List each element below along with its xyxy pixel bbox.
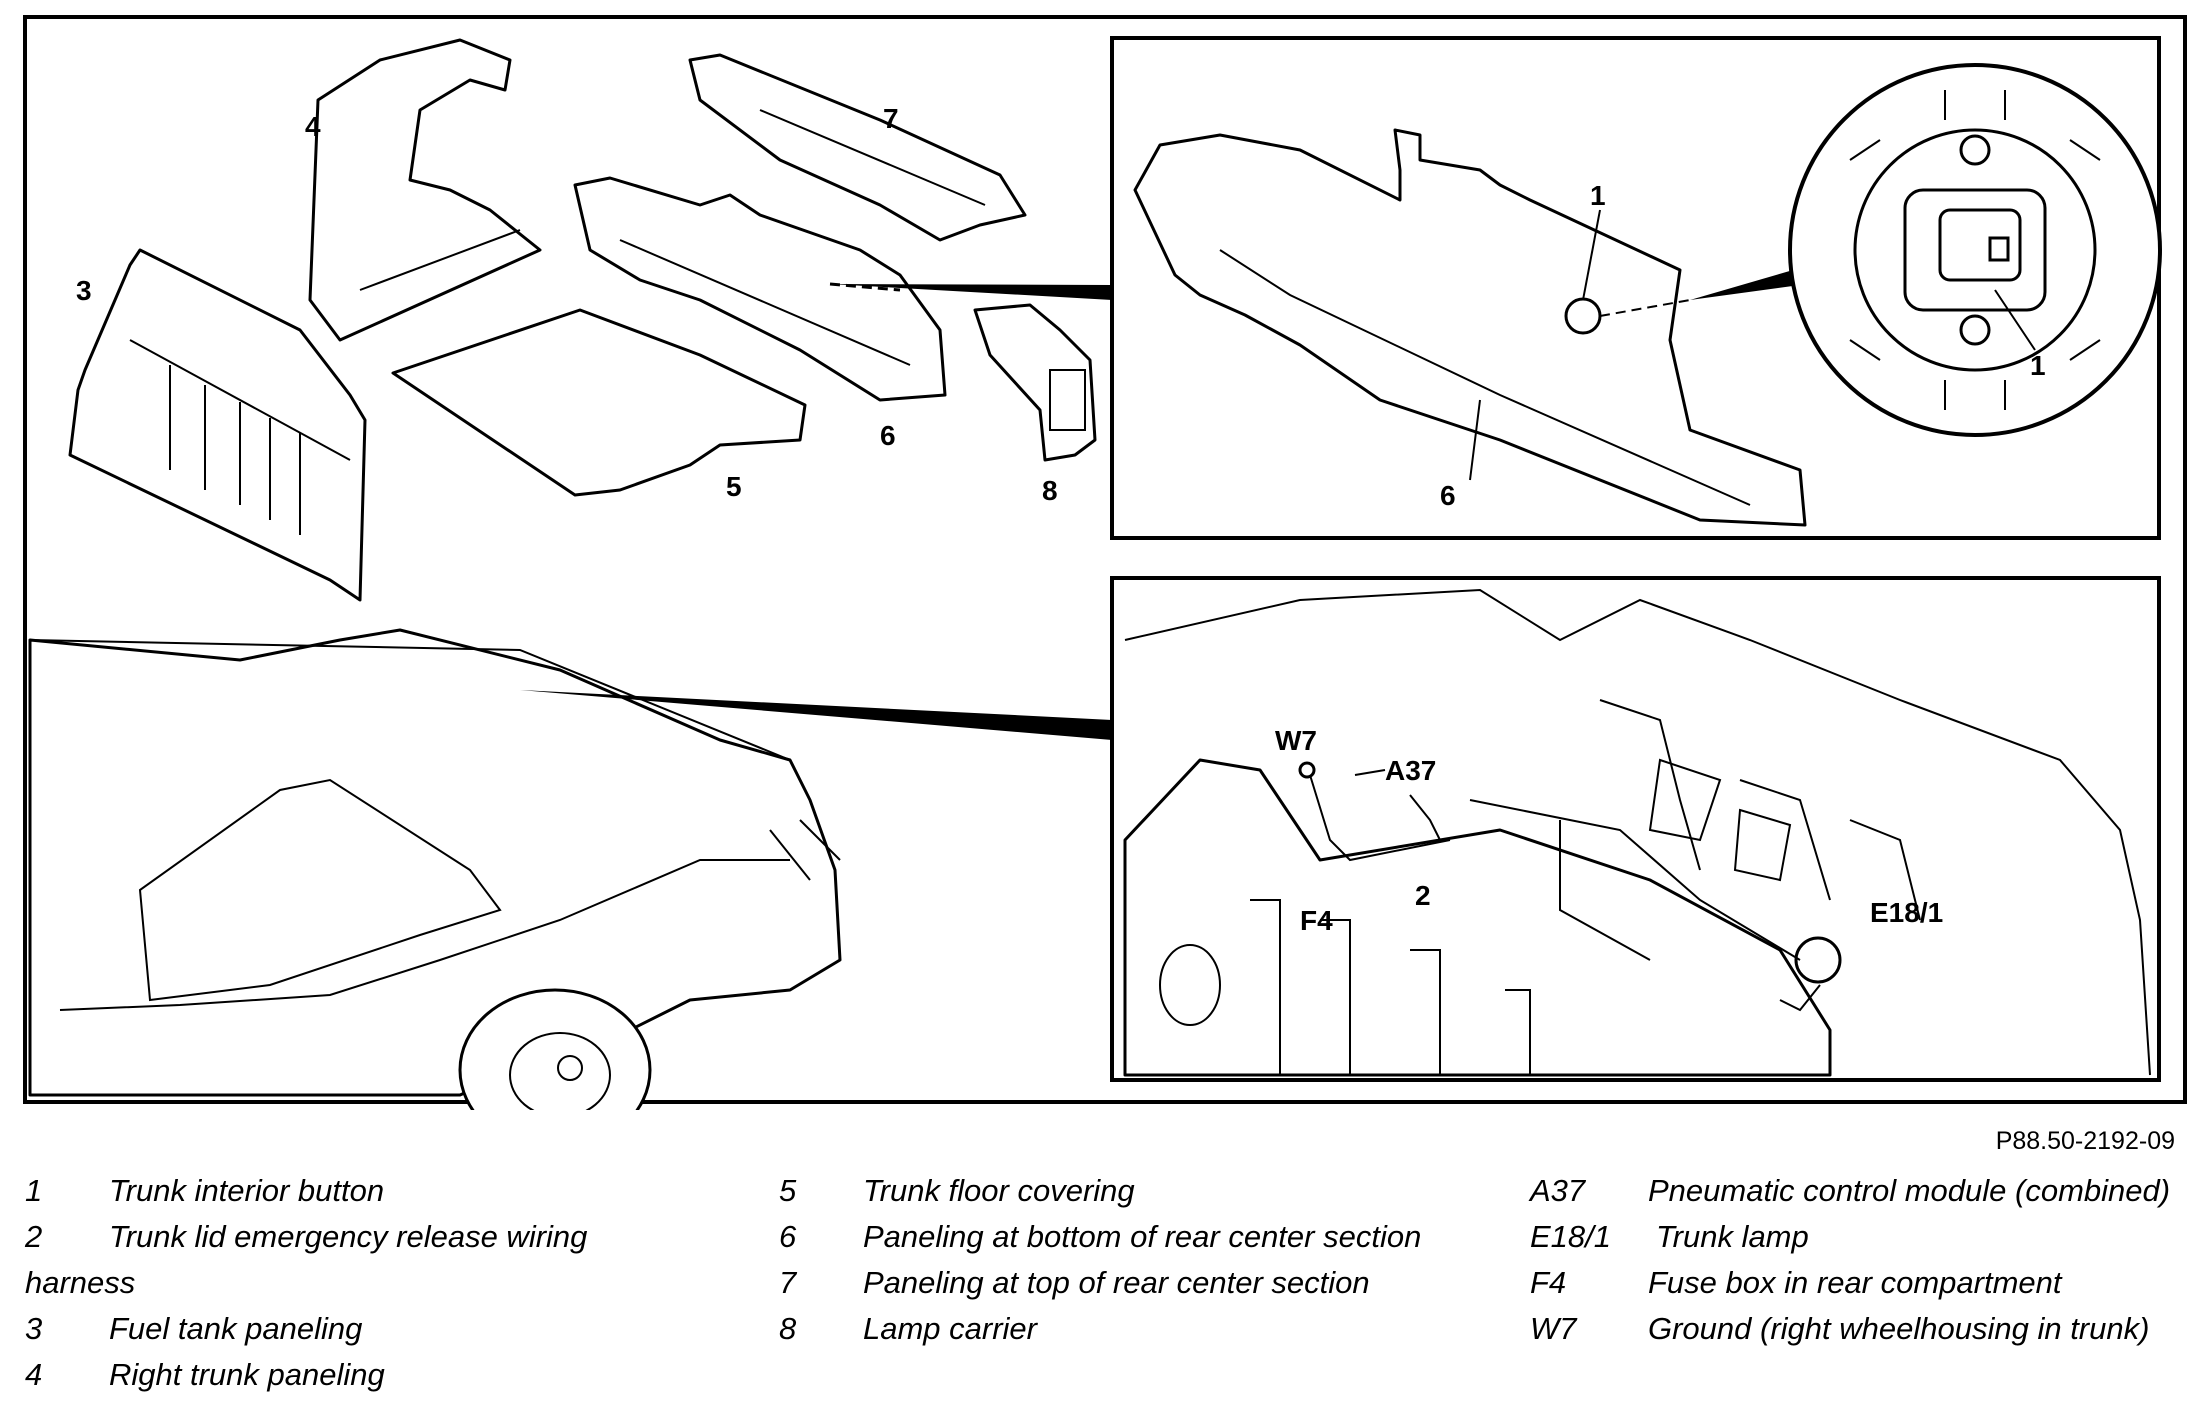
- callout-5: 5: [726, 471, 742, 502]
- button-circle-detail: [1788, 63, 2162, 437]
- leader-1-detail: [1994, 289, 2036, 351]
- inset-frame-bottom: [1110, 576, 2161, 1082]
- callout-3: 3: [76, 275, 92, 306]
- pointer-to-inset-top: [830, 284, 1112, 300]
- callout-f4: F4: [1300, 905, 1333, 936]
- callout-w7: W7: [1275, 725, 1317, 756]
- pointer-to-inset-bottom: [520, 690, 1112, 740]
- trunk-components-diagram: 4 3 7 6 5 8 1 6 1 W7 A37 2 F4 E18/1: [23, 15, 2187, 1110]
- leader-1: [1582, 209, 1601, 301]
- dashed-pointer: [829, 282, 901, 292]
- leader-6: [1469, 399, 1481, 481]
- callout-4: 4: [305, 111, 321, 142]
- trunk-floor-covering: [391, 308, 807, 497]
- callout-a37: A37: [1385, 755, 1436, 786]
- callout-1-detail: 1: [2030, 350, 2046, 381]
- paneling-6-detail: [1133, 128, 1807, 527]
- bottom-rear-center-paneling: [573, 176, 947, 402]
- callout-2: 2: [1415, 880, 1431, 911]
- callout-6: 6: [880, 420, 896, 451]
- lamp-carrier: [973, 303, 1097, 462]
- car-rear-quarter: [28, 628, 842, 1110]
- top-rear-center-paneling: [688, 53, 1027, 242]
- pointer-to-detail-circle: [1690, 268, 1800, 300]
- fuel-tank-paneling: [68, 248, 367, 602]
- trunk-interior-detail: [1123, 588, 2151, 1077]
- callout-6-inset: 6: [1440, 480, 1456, 511]
- right-trunk-paneling: [308, 38, 542, 342]
- trunk-interior-button: [1564, 297, 1602, 335]
- callout-1-inset: 1: [1590, 180, 1606, 211]
- outer-frame: [23, 15, 2187, 1104]
- callout-e18-1: E18/1: [1870, 897, 1943, 928]
- figure-reference: P88.50-2192-09: [1995, 1127, 2175, 1155]
- callout-8: 8: [1042, 475, 1058, 506]
- leader-a37: [1354, 769, 1386, 776]
- callout-7: 7: [883, 103, 899, 134]
